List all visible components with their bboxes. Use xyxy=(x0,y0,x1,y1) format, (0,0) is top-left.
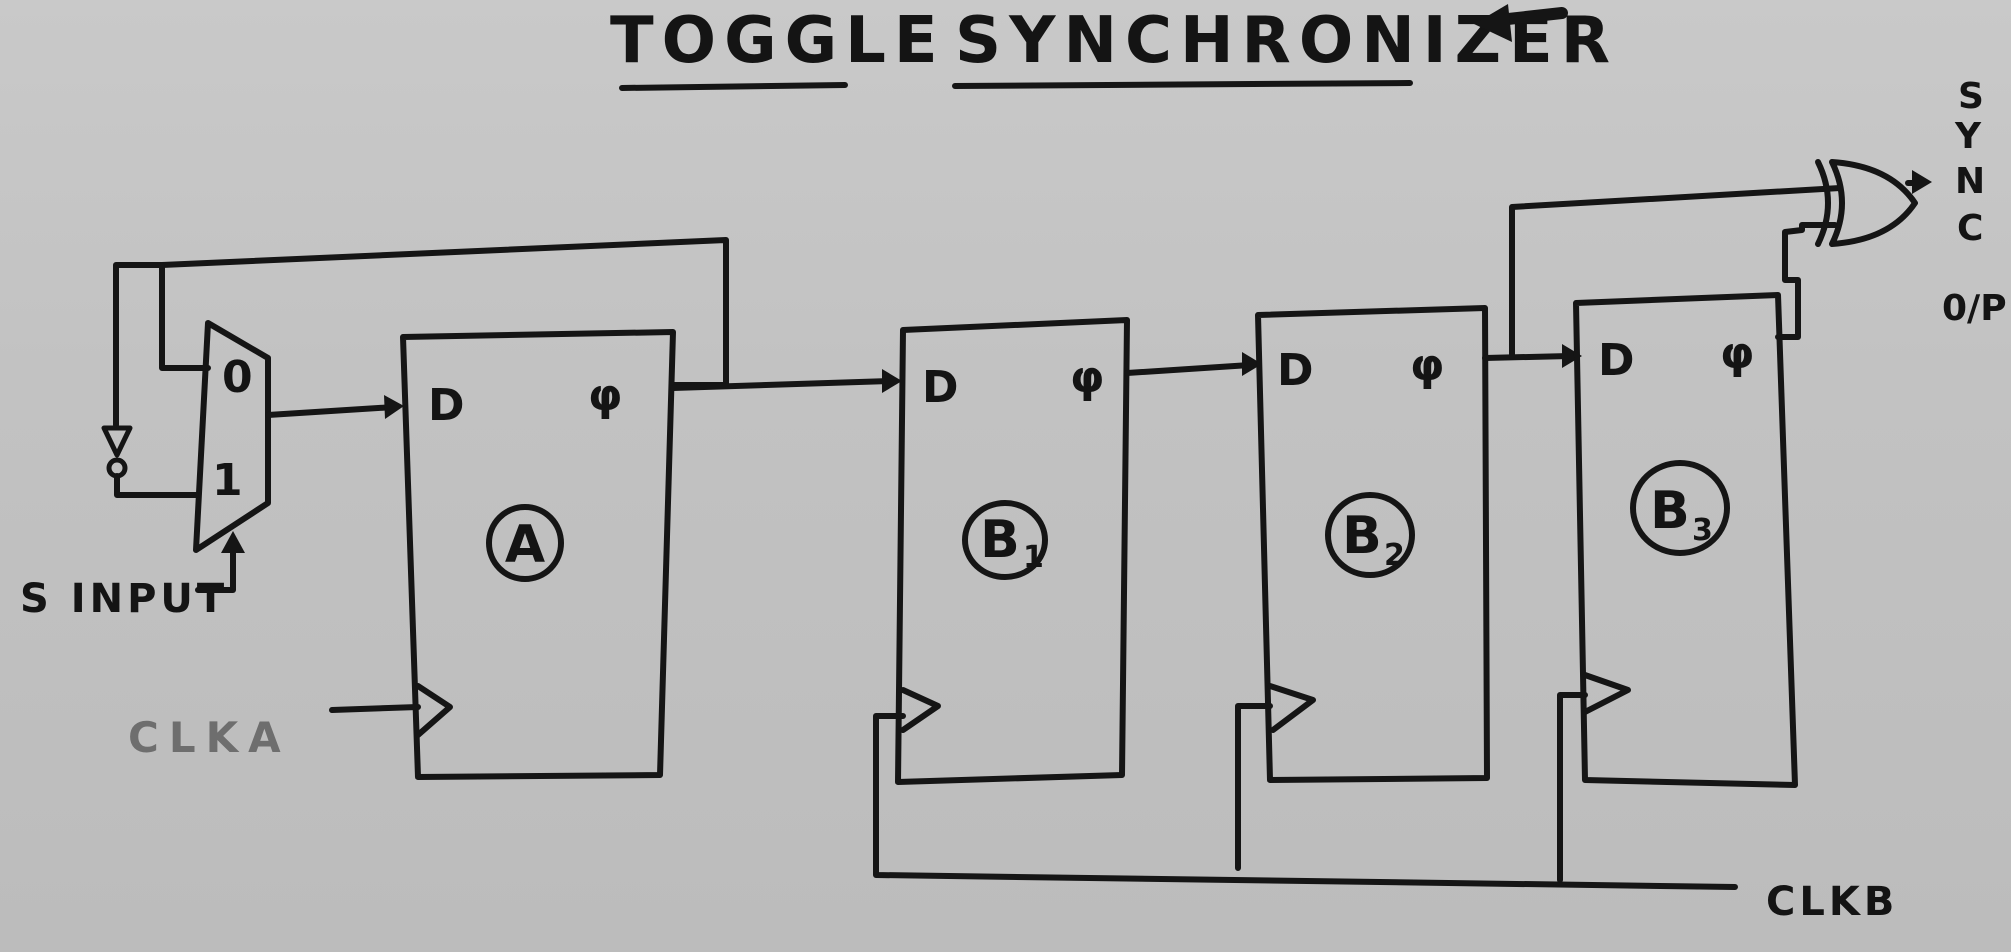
flipflop-b2: D φ B 2 xyxy=(1255,305,1490,783)
ffa-to-ffb1-wire xyxy=(670,378,893,391)
ffa-body xyxy=(400,329,676,780)
ffb2-body xyxy=(1255,305,1490,783)
inverter-to-mux-1-wire xyxy=(114,473,199,498)
ffb2-d-arrowhead-icon xyxy=(1242,352,1262,376)
sync-letter-s: S xyxy=(1958,76,1984,117)
clock-b-label: CLKB xyxy=(1766,879,1898,925)
sync-op-label: 0/P xyxy=(1942,288,2007,329)
title-word-toggle: TOGGLE xyxy=(610,4,946,78)
ffb2-subscript: 2 xyxy=(1384,538,1405,573)
flipflop-a: D φ A xyxy=(400,329,676,780)
title-underline-1 xyxy=(619,82,848,91)
ffb3-q-pin: φ xyxy=(1720,328,1754,379)
ffb1-to-ffb2-wire xyxy=(1124,362,1253,376)
ffb2-name: B xyxy=(1342,506,1382,566)
ffb2-name-circle xyxy=(1325,492,1415,578)
select-arrowhead-icon xyxy=(221,531,245,553)
ffa-name-circle xyxy=(486,504,564,582)
ffb1-d-pin: D xyxy=(922,362,959,413)
diagram-title: TOGGLE SYNCHRONIZER xyxy=(610,4,1610,91)
ffb3-name-circle xyxy=(1630,460,1730,556)
mux-body xyxy=(193,320,271,553)
ffb3-name: B xyxy=(1650,481,1690,541)
ffa-clock-triangle xyxy=(415,683,453,738)
flipflop-b1: D φ B 1 xyxy=(895,317,1130,785)
clkb-to-ffb2-wire xyxy=(1235,703,1273,871)
ffb3-body xyxy=(1573,292,1798,788)
ffb1-subscript: 1 xyxy=(1023,540,1044,575)
select-input-label: S INPUT xyxy=(20,576,228,622)
ffb2-q-pin: φ xyxy=(1410,340,1444,391)
mux-input-0-label: 0 xyxy=(222,352,253,403)
multiplexer: 0 1 xyxy=(193,320,271,553)
ffa-name: A xyxy=(505,515,545,575)
xor-back-curve xyxy=(1815,159,1831,247)
ffb1-q-pin: φ xyxy=(1070,352,1104,403)
feedback-wire-to-inverter xyxy=(113,262,165,428)
ffb3-subscript: 3 xyxy=(1692,513,1713,548)
ffb1-name-circle xyxy=(962,500,1048,580)
sync-letter-y: Y xyxy=(1954,116,1982,157)
ffb3-d-arrowhead-icon xyxy=(1562,344,1582,368)
sync-output-label: S Y N C 0/P xyxy=(1942,76,2007,329)
ffb3-d-pin: D xyxy=(1598,335,1635,386)
xor-input-a-wire xyxy=(1509,185,1843,360)
left-arrow-icon xyxy=(1474,4,1568,42)
ffb2-d-pin: D xyxy=(1277,345,1314,396)
mux-input-1-label: 1 xyxy=(212,455,243,506)
sync-letter-n: N xyxy=(1955,161,1985,202)
mux-to-ffa-wire xyxy=(265,404,397,418)
clock-a-label: CLKA xyxy=(128,713,291,762)
ffb3-clock-triangle xyxy=(1582,672,1631,715)
sync-output-arrowhead-icon xyxy=(1912,170,1932,194)
ffb2-to-ffb3-wire xyxy=(1482,353,1573,361)
xor-gate-icon xyxy=(1815,159,1918,247)
ffb1-clock-triangle xyxy=(900,687,941,733)
ffb2-clock-triangle xyxy=(1267,683,1316,733)
flipflop-b3: D φ B 3 xyxy=(1573,292,1798,788)
ffa-d-pin: D xyxy=(428,380,465,431)
ffb1-body xyxy=(895,317,1130,785)
ffa-d-arrowhead-icon xyxy=(384,395,404,419)
clka-wire xyxy=(329,704,421,713)
ffb1-name: B xyxy=(980,510,1020,570)
ffa-q-pin: φ xyxy=(588,370,622,421)
xor-input-b-wire xyxy=(1775,222,1838,340)
ffb1-d-arrowhead-icon xyxy=(882,369,902,393)
xor-body xyxy=(1829,159,1918,247)
clkb-bus-wire xyxy=(873,713,1738,890)
inverter-icon xyxy=(101,425,133,479)
title-underline-2 xyxy=(952,80,1413,89)
clkb-to-ffb3-wire xyxy=(1557,692,1588,883)
select-wire xyxy=(195,540,236,593)
sync-letter-c: C xyxy=(1957,208,1983,249)
